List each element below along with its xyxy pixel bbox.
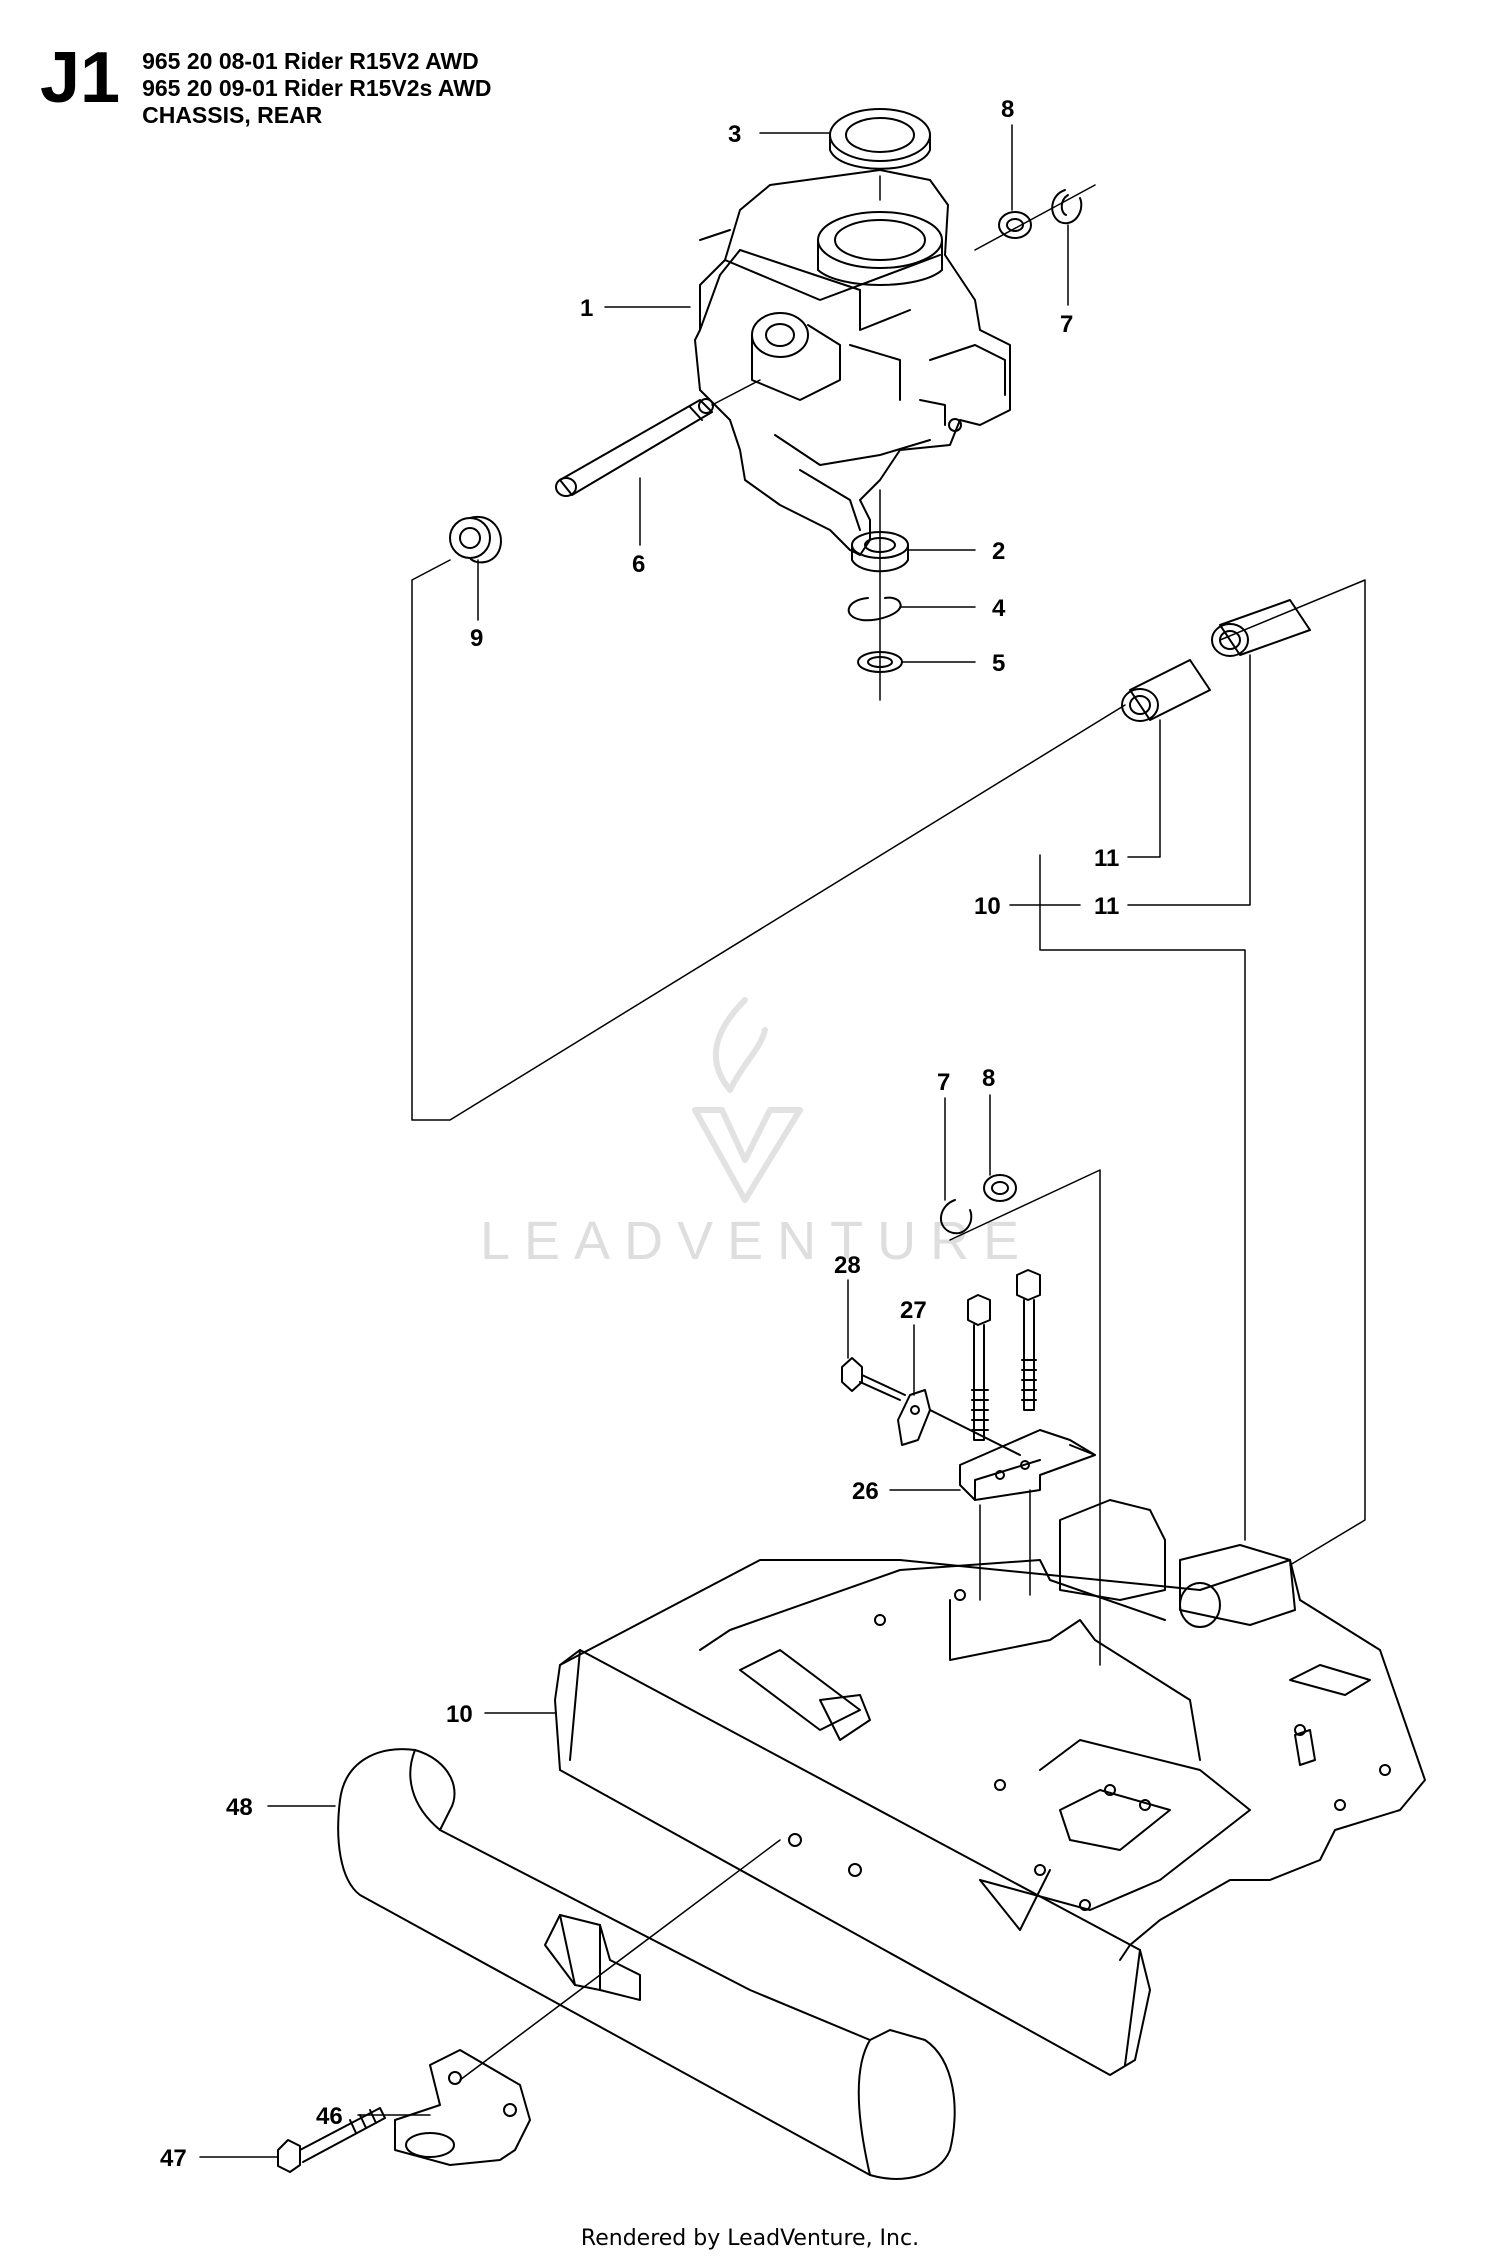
part-10-chassis-frame [559, 1499, 1426, 1961]
callout-3: 3 [728, 121, 741, 148]
part-11-sleeve-left [1121, 659, 1211, 722]
model-line-1: 965 20 08-01 Rider R15V2 AWD [142, 48, 479, 74]
part-2-bearing [851, 531, 909, 573]
part-46-hitch-plate [394, 2049, 531, 2166]
callout-4: 4 [992, 595, 1006, 622]
callout-9: 9 [470, 625, 483, 652]
part-28-screw [841, 1357, 906, 1401]
callout-10-a: 10 [974, 893, 1001, 920]
callout-10-b: 10 [446, 1701, 473, 1728]
callout-7-lower: 7 [937, 1069, 950, 1096]
part-3-bearing [829, 108, 931, 170]
callout-numbers: 3 8 7 1 6 9 2 4 5 11 11 10 7 8 28 27 26 … [160, 96, 1119, 2172]
callout-11-a: 11 [1094, 845, 1119, 872]
callout-8: 8 [1001, 96, 1014, 123]
part-1-spindle-housing [694, 169, 1011, 556]
part-11-sleeve-right [1211, 599, 1311, 657]
watermark-text: LEADVENTURE [480, 1211, 1034, 1271]
callout-46: 46 [316, 2103, 343, 2130]
callout-27: 27 [900, 1297, 927, 1324]
callout-1: 1 [580, 295, 593, 322]
bolt-right [1016, 1269, 1041, 1411]
callout-6: 6 [632, 551, 645, 578]
part-4-circlip [847, 596, 902, 622]
assembly-reference-lines [411, 559, 1366, 1666]
callout-28: 28 [834, 1252, 861, 1279]
watermark-logo [692, 997, 803, 1203]
callout-7: 7 [1060, 311, 1073, 338]
part-7-circlip-lower [940, 1199, 973, 1235]
part-47-bolt [277, 2107, 386, 2173]
callout-47: 47 [160, 2145, 187, 2172]
model-line-2: 965 20 09-01 Rider R15V2s AWD [142, 75, 492, 101]
part-8-washer-lower [983, 1174, 1017, 1202]
part-27-clip [897, 1389, 1021, 1456]
callout-26: 26 [852, 1478, 879, 1505]
part-6-pivot-pin [555, 398, 714, 497]
part-9-bushing [449, 515, 502, 564]
callout-11-b: 11 [1094, 893, 1119, 920]
callout-8-lower: 8 [982, 1065, 995, 1092]
diagram-title: CHASSIS, REAR [142, 102, 323, 128]
callout-leaders [199, 124, 1251, 2158]
page-header: J1 965 20 08-01 Rider R15V2 AWD 965 20 0… [40, 42, 492, 129]
part-10-bumper-bar [554, 1649, 1151, 2076]
part-7-circlip [1051, 189, 1083, 225]
part-26-bracket [959, 1429, 1096, 1501]
callout-48: 48 [226, 1794, 253, 1821]
callout-5: 5 [992, 650, 1005, 677]
part-8-washer [998, 211, 1032, 239]
bolt-left [967, 1294, 991, 1441]
part-48-rear-bumper [337, 1748, 956, 2180]
section-code: J1 [40, 38, 121, 118]
callout-2: 2 [992, 538, 1005, 565]
header-lines: 965 20 08-01 Rider R15V2 AWD 965 20 09-0… [142, 42, 491, 129]
footer-credit: Rendered by LeadVenture, Inc. [580, 2226, 920, 2251]
